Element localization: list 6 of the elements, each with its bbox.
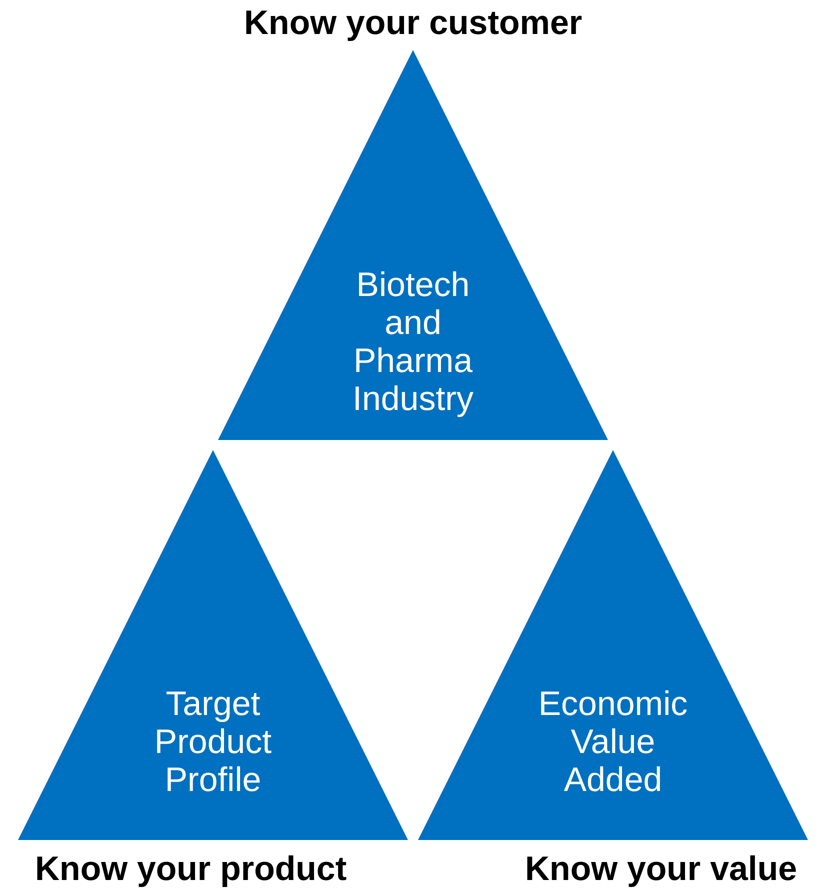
triangle-label: Economic Value Added <box>537 685 689 799</box>
triangle-label: Target Product Profile <box>153 685 273 799</box>
heading-text: Know your customer <box>244 4 582 42</box>
triangle-label: Biotech and Pharma Industry <box>352 266 474 418</box>
heading-text: Know your product <box>35 850 347 888</box>
heading-text: Know your value <box>525 850 798 888</box>
